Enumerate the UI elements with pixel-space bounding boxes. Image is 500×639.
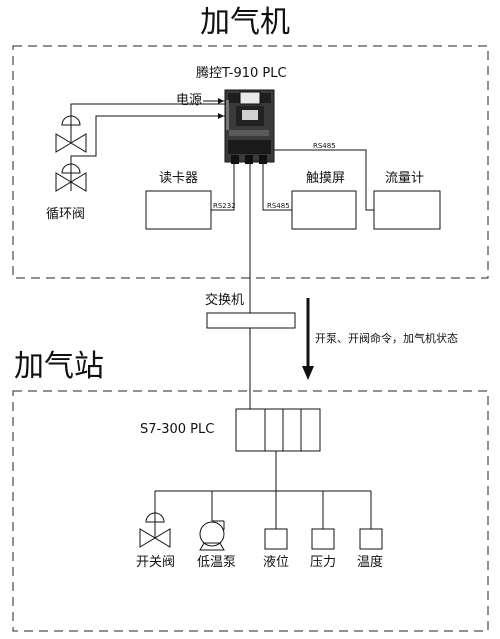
t910-plc-label: 腾控T-910 PLC: [196, 66, 287, 81]
rs485-touchscreen-label: RS485: [267, 202, 290, 210]
station-group-border: [12, 390, 489, 632]
onoff-valve: [139, 511, 171, 548]
device-label-temperature: 温度: [357, 555, 384, 570]
dispenser-title: 加气机: [200, 5, 290, 40]
arrow-note: 开泵、开阀命令，加气机状态: [315, 332, 458, 345]
s7-300-plc-label: S7-300 PLC: [140, 422, 215, 437]
s7-300-rack: [235, 408, 321, 452]
power-label: 电源: [176, 93, 203, 108]
rs232-label: RS232: [213, 202, 236, 210]
touchscreen-label: 触摸屏: [306, 171, 346, 186]
rs485-flowmeter-label: RS485: [313, 142, 336, 150]
circulation-valve-upper: [55, 115, 87, 153]
device-label-level: 液位: [263, 555, 290, 570]
switch-box: [206, 312, 296, 329]
station-title: 加气站: [14, 349, 104, 384]
t910-plc-device: [224, 89, 275, 164]
command-arrow: [302, 298, 314, 380]
card-reader-box: [145, 190, 212, 230]
pressure-sensor: [311, 528, 335, 550]
circulation-valve-lower: [55, 163, 87, 192]
device-label-cryogenic-pump: 低温泵: [197, 555, 237, 570]
flowmeter-label: 流量计: [385, 171, 425, 186]
temperature-sensor: [359, 528, 383, 550]
flowmeter-box: [373, 190, 441, 230]
dispenser-group-border: [12, 45, 489, 279]
card-reader-label: 读卡器: [159, 171, 199, 186]
circulation-valve-label: 循环阀: [46, 207, 86, 222]
switch-label: 交换机: [205, 293, 245, 308]
touchscreen-box: [291, 190, 357, 230]
level-sensor: [264, 528, 288, 550]
cryogenic-pump: [199, 520, 225, 551]
device-label-pressure: 压力: [310, 555, 337, 570]
device-label-onoff-valve: 开关阀: [136, 555, 176, 570]
